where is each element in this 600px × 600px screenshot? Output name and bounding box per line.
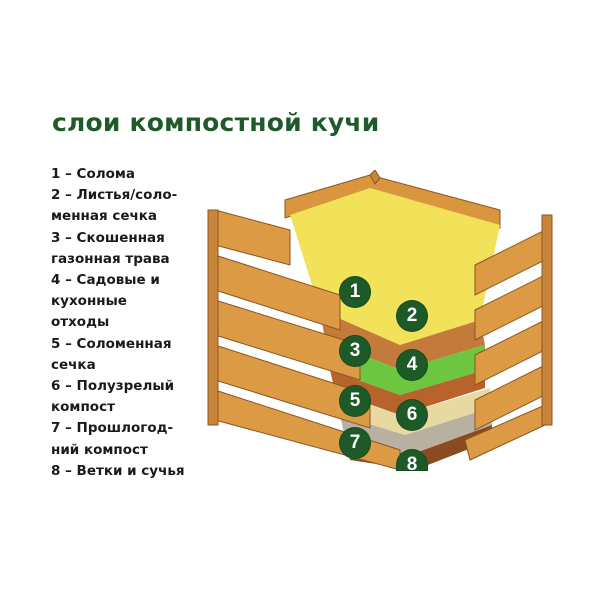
legend-line: 6 – Полузрелый (51, 378, 175, 395)
diagram-title: слои компостной кучи (52, 108, 380, 137)
legend-line: газонная трава (51, 250, 170, 267)
legend-line: 1 – Солома (51, 166, 136, 182)
layer-badge-6: 6 (397, 400, 427, 430)
legend-line: компост (51, 399, 115, 416)
legend-line: 5 – Соломенная (51, 335, 172, 352)
legend-line: 7 – Прошлогод- (51, 420, 174, 437)
legend-line: 3 – Скошенная (51, 229, 165, 246)
layer-legend: 1 – Солома 2 – Листья/соло- менная сечка… (51, 164, 211, 482)
layer-grass (325, 340, 485, 395)
left-wall (207, 209, 401, 471)
right-wall (464, 214, 553, 461)
legend-line: ний компост (51, 441, 148, 458)
layer-badge-8: 8 (397, 450, 427, 470)
legend-line: менная сечка (51, 208, 158, 225)
layer-badge-1: 1 (340, 277, 370, 307)
legend-line: 4 – Садовые и (51, 272, 160, 289)
legend-line: 2 – Листья/соло- (51, 187, 178, 204)
layer-badge-7: 7 (340, 428, 370, 458)
layer-badge-3: 3 (340, 336, 370, 366)
compost-bin-drawing (207, 169, 553, 471)
compost-bin-illustration: 1 2 3 4 5 6 7 8 (200, 169, 570, 471)
layer-straw (290, 188, 500, 345)
layer-badge-5: 5 (340, 386, 370, 416)
legend-line: отходы (51, 314, 110, 331)
layer-badge-4: 4 (397, 350, 427, 380)
legend-line: кухонные (51, 293, 127, 310)
legend-line: 8 – Ветки и сучья (51, 462, 185, 479)
layer-badge-2: 2 (397, 301, 427, 331)
layer-leaves (320, 310, 485, 370)
back-wall (284, 169, 501, 229)
legend-line: сечка (51, 356, 96, 373)
